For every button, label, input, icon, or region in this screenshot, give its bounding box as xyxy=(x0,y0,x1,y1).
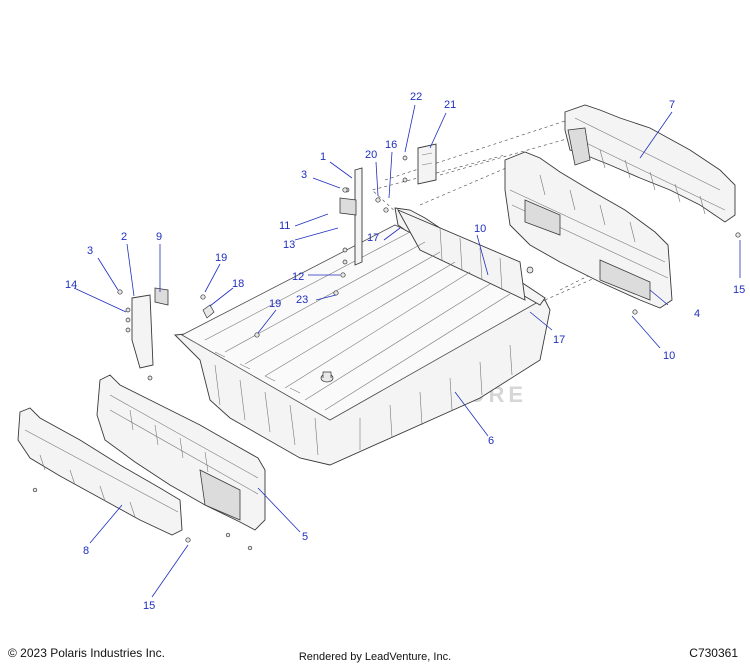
callout-5: 5 xyxy=(302,531,308,543)
rear-inner-panel-part xyxy=(504,151,673,309)
hardware-fasteners xyxy=(32,187,741,551)
copyright-text: © 2023 Polaris Industries Inc. xyxy=(8,646,165,660)
callout-4: 4 xyxy=(694,308,700,320)
callout-17-upper: 17 xyxy=(367,232,379,244)
rear-lower-bumper-part xyxy=(17,407,183,536)
callout-13: 13 xyxy=(283,239,295,251)
callout-8: 8 xyxy=(83,545,89,557)
callout-6: 6 xyxy=(488,435,494,447)
callout-leader-lines xyxy=(73,104,741,598)
callout-3-lower: 3 xyxy=(87,245,93,257)
cargo-box-part xyxy=(174,207,551,466)
callout-20: 20 xyxy=(365,149,377,161)
callout-numbers: 1 2 3 3 4 5 6 7 8 9 10 10 11 12 13 14 15… xyxy=(65,91,745,612)
diagram-code-text: C730361 xyxy=(689,646,738,660)
rear-lower-panel-part xyxy=(96,374,266,531)
callout-9: 9 xyxy=(156,231,162,243)
callout-10-lower: 10 xyxy=(663,350,675,362)
callout-19-upper: 19 xyxy=(215,252,227,264)
callout-2: 2 xyxy=(121,231,127,243)
callout-11: 11 xyxy=(279,220,290,232)
callout-17-lower: 17 xyxy=(553,334,565,346)
callout-18: 18 xyxy=(232,278,244,290)
callout-12: 12 xyxy=(292,271,304,283)
rendered-by-text: Rendered by LeadVenture, Inc. xyxy=(298,651,452,663)
callout-19-lower: 19 xyxy=(269,298,281,310)
callout-15-bottom: 15 xyxy=(143,600,155,612)
callout-22: 22 xyxy=(410,91,422,103)
latch-plate-part xyxy=(402,143,437,185)
callout-7: 7 xyxy=(669,99,675,111)
callout-23: 23 xyxy=(296,294,308,306)
callout-16: 16 xyxy=(385,139,397,151)
bracket-left-part xyxy=(125,287,169,381)
callout-3-upper: 3 xyxy=(301,169,307,181)
callout-21: 21 xyxy=(444,99,456,111)
callout-10-upper: 10 xyxy=(474,223,486,235)
callout-1: 1 xyxy=(320,151,326,163)
callout-14: 14 xyxy=(65,279,77,291)
bracket-right-part xyxy=(339,167,363,266)
rear-upper-bumper-part xyxy=(564,104,736,223)
callout-15-right: 15 xyxy=(733,284,745,296)
